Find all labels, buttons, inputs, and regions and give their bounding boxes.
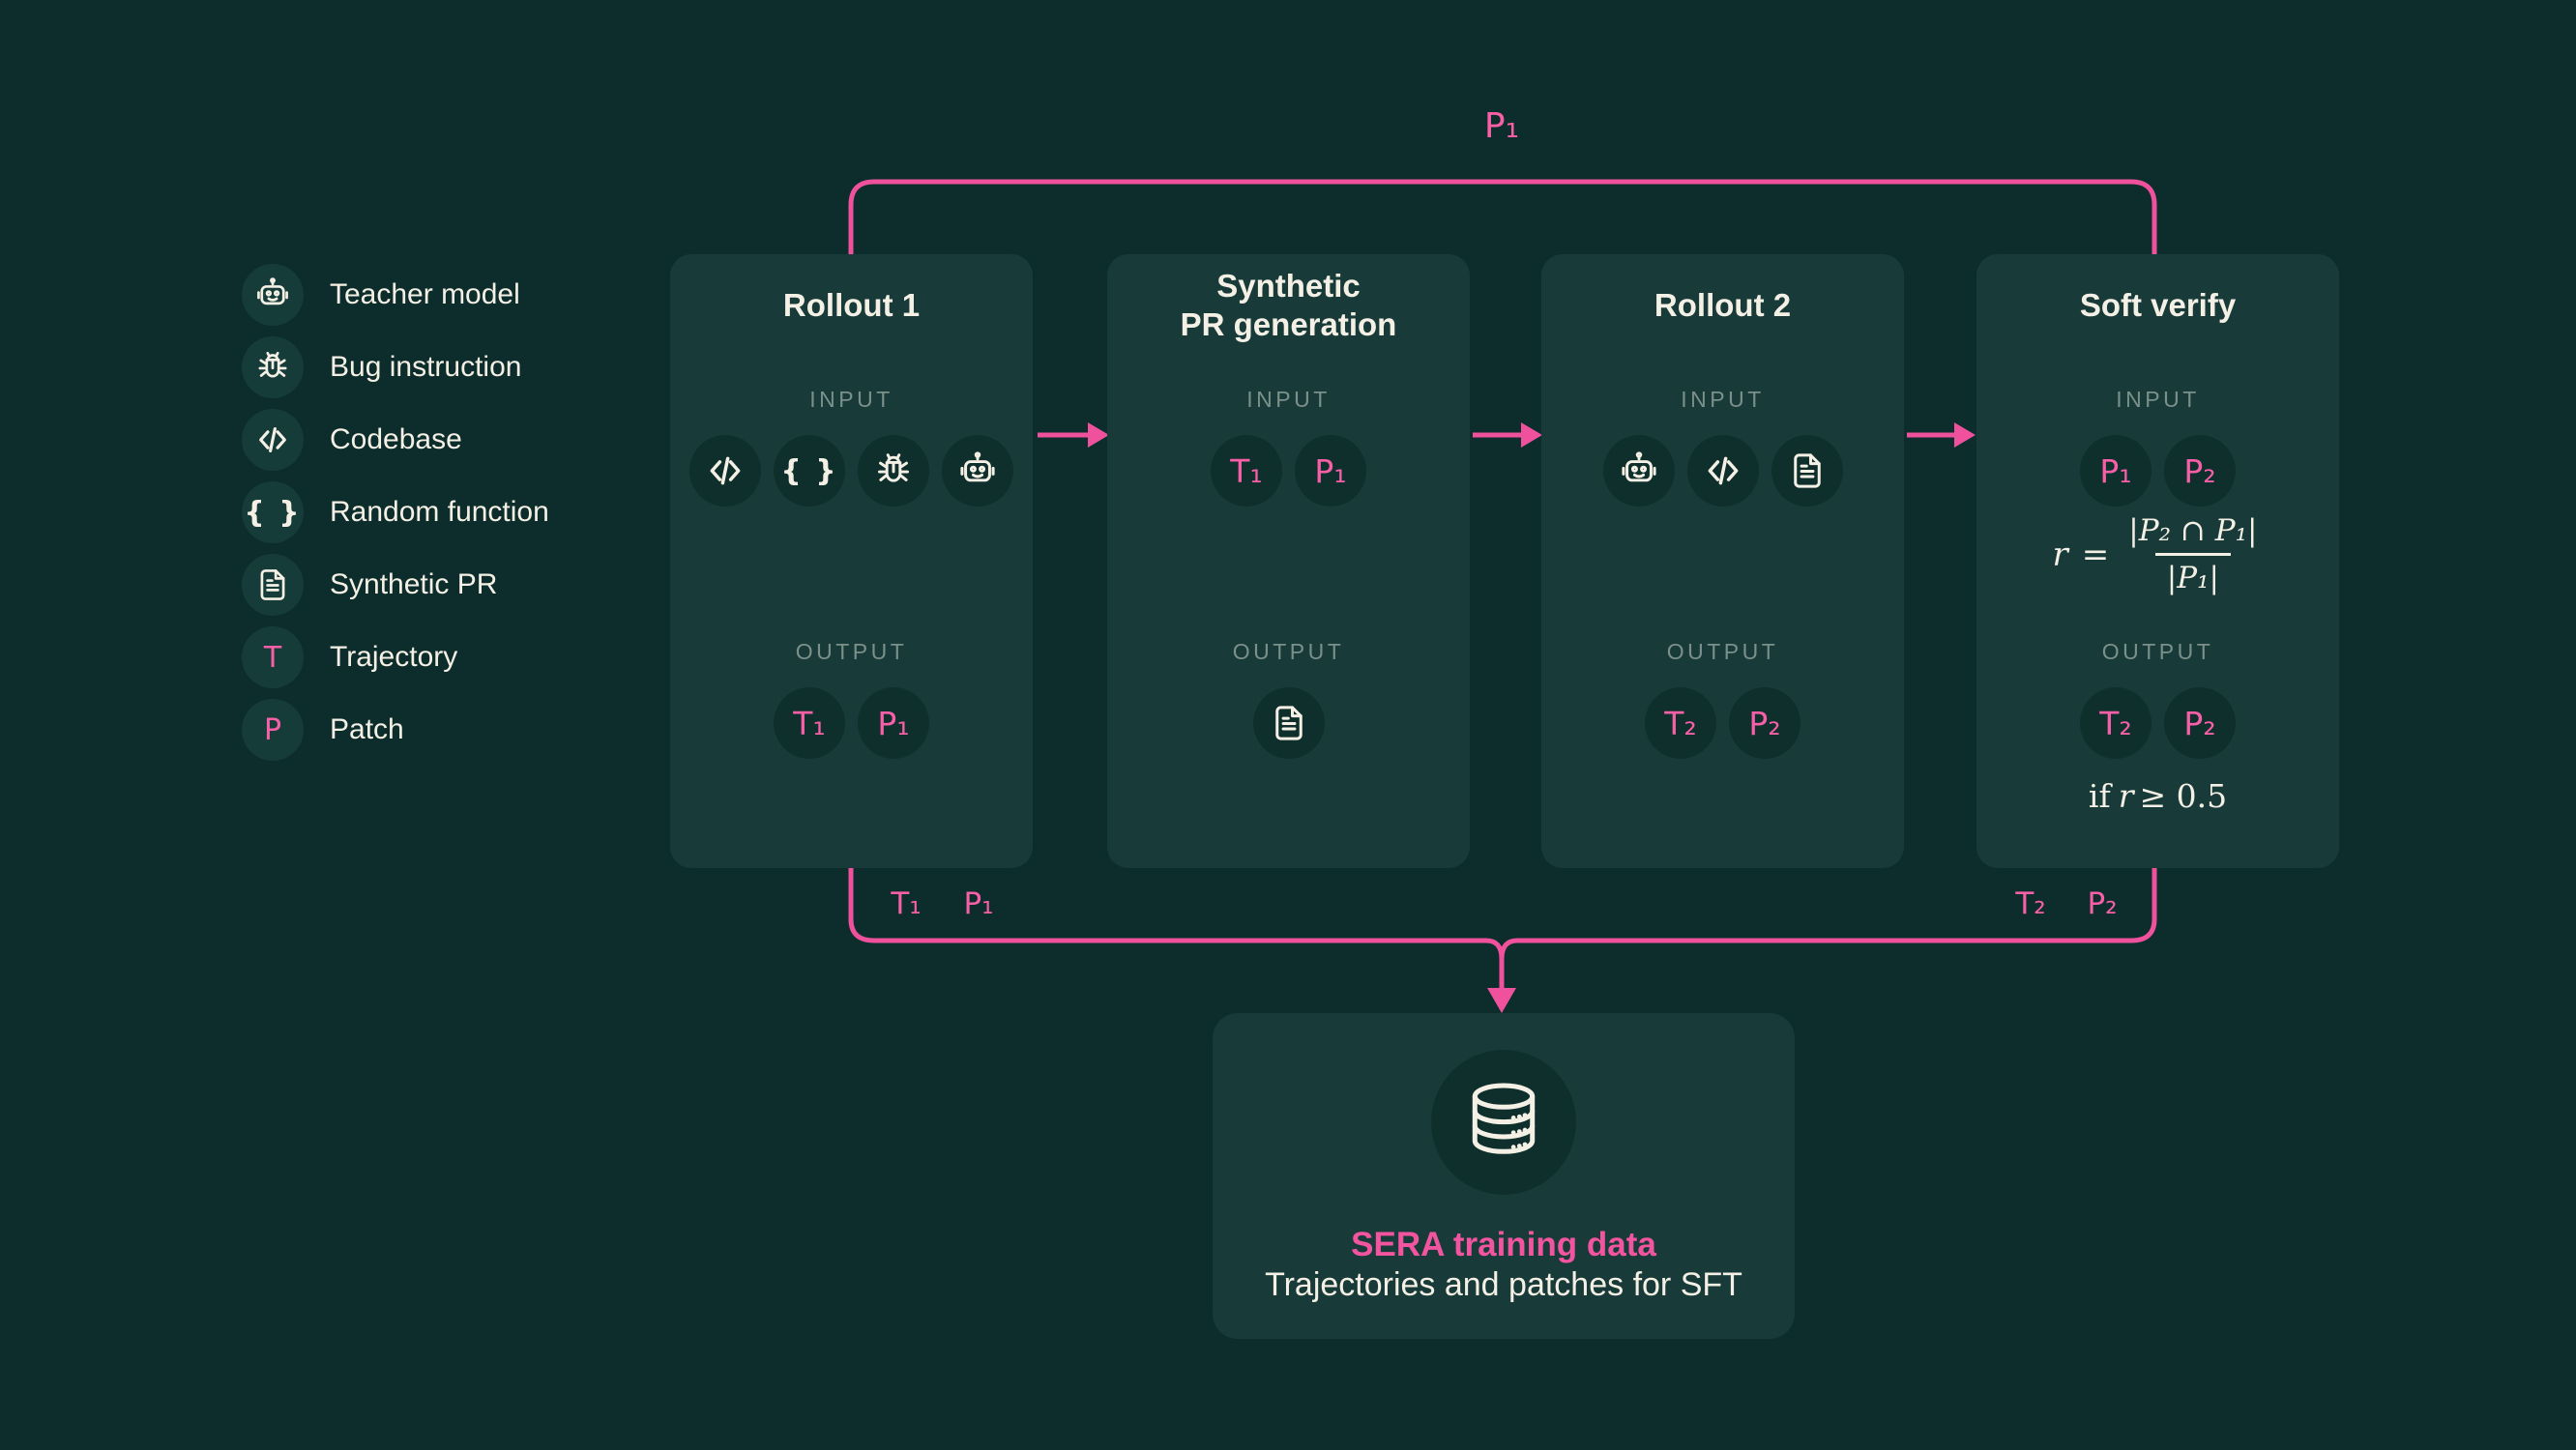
patch-badge: P₁	[858, 687, 929, 759]
patch-badge: P₁	[2080, 435, 2152, 507]
code-icon	[242, 409, 304, 471]
legend-item-trajectory: T Trajectory	[242, 626, 549, 688]
legend-item-patch: P Patch	[242, 699, 549, 761]
input-row: { }	[670, 435, 1033, 507]
trajectory-badge: T₂	[1645, 687, 1716, 759]
overlap-ratio-formula: r = |P₂ ∩ P₁| |P₁|	[1976, 513, 2339, 595]
legend-label: Patch	[330, 713, 404, 745]
arrowhead-right-1	[1088, 422, 1109, 448]
merge-label-p1: P₁	[963, 886, 994, 921]
patch-badge: P₂	[2164, 435, 2236, 507]
arrowhead-right-2	[1521, 422, 1542, 448]
arrowhead-down	[1487, 988, 1516, 1013]
file-icon	[1771, 435, 1843, 507]
card-title: Synthetic PR generation	[1180, 268, 1397, 342]
legend-label: Trajectory	[330, 641, 458, 673]
bug-icon	[242, 336, 304, 398]
merge-label-t2: T₂	[2015, 886, 2046, 921]
database-icon	[1431, 1050, 1576, 1195]
robot-icon	[1602, 435, 1675, 507]
input-row	[1541, 435, 1904, 507]
trajectory-badge: T₂	[2080, 687, 2152, 759]
merge-label-p2: P₂	[2087, 886, 2118, 921]
card-rollout-2: Rollout 2 INPUT OUTPUT T₂ P₂	[1541, 254, 1904, 868]
card-title: Soft verify	[2079, 287, 2237, 323]
legend-item-random-function: { } Random function	[242, 481, 549, 543]
merge-label-t1: T₁	[891, 886, 922, 921]
output-row: T₁ P₁	[670, 687, 1033, 759]
card-synthetic-pr-generation: Synthetic PR generation INPUT T₁ P₁ OUTP…	[1107, 254, 1470, 868]
braces-icon: { }	[774, 435, 845, 507]
patch-badge: P₂	[2164, 687, 2236, 759]
input-row: T₁ P₁	[1107, 435, 1470, 507]
feedback-label-p1: P₁	[1483, 106, 1520, 146]
legend-label: Teacher model	[330, 278, 520, 310]
braces-icon: { }	[242, 481, 304, 543]
arrowhead-right-3	[1954, 422, 1976, 448]
output-row	[1107, 687, 1470, 759]
merge-connector-right	[1499, 868, 2157, 960]
bug-icon	[858, 435, 929, 507]
input-label: INPUT	[2116, 387, 2200, 412]
legend-item-synthetic-pr: Synthetic PR	[242, 554, 549, 616]
card-title: Rollout 1	[782, 287, 921, 323]
code-icon	[689, 435, 761, 507]
output-row: T₂ P₂	[1541, 687, 1904, 759]
output-label: OUTPUT	[1232, 639, 1345, 664]
output-label: OUTPUT	[1666, 639, 1779, 664]
fraction: |P₂ ∩ P₁| |P₁|	[2128, 513, 2258, 595]
output-row: T₂ P₂	[1976, 687, 2339, 759]
legend-label: Bug instruction	[330, 351, 522, 383]
patch-badge: P₂	[1729, 687, 1800, 759]
legend-item-teacher-model: Teacher model	[242, 264, 549, 326]
legend: Teacher model Bug instruction Codebase {…	[242, 264, 549, 771]
file-icon	[242, 554, 304, 616]
robot-icon	[942, 435, 1013, 507]
patch-icon: P	[242, 699, 304, 761]
merge-connector-left	[848, 868, 1505, 960]
sera-training-data-box: SERA training data Trajectories and patc…	[1213, 1013, 1795, 1339]
legend-item-codebase: Codebase	[242, 409, 549, 471]
input-label: INPUT	[1681, 387, 1765, 412]
card-title: Rollout 2	[1654, 287, 1792, 323]
trajectory-icon: T	[242, 626, 304, 688]
trajectory-badge: T₁	[1211, 435, 1282, 507]
file-icon	[1252, 687, 1325, 759]
legend-label: Synthetic PR	[330, 568, 498, 600]
card-rollout-1: Rollout 1 INPUT { } OUTPUT T₁ P₁	[670, 254, 1033, 868]
output-label: OUTPUT	[795, 639, 908, 664]
output-label: OUTPUT	[2101, 639, 2214, 664]
input-label: INPUT	[809, 387, 893, 412]
result-subtitle: Trajectories and patches for SFT	[1265, 1266, 1742, 1303]
legend-label: Codebase	[330, 423, 462, 455]
input-label: INPUT	[1246, 387, 1331, 412]
card-soft-verify: Soft verify INPUT P₁ P₂ r = |P₂ ∩ P₁| |P…	[1976, 254, 2339, 868]
result-title: SERA training data	[1351, 1226, 1656, 1263]
input-row: P₁ P₂	[1976, 435, 2339, 507]
p1-feedback-connector	[848, 179, 2157, 255]
code-icon	[1686, 435, 1759, 507]
legend-label: Random function	[330, 496, 549, 528]
patch-badge: P₁	[1295, 435, 1366, 507]
robot-icon	[242, 264, 304, 326]
trajectory-badge: T₁	[774, 687, 845, 759]
legend-item-bug-instruction: Bug instruction	[242, 336, 549, 398]
